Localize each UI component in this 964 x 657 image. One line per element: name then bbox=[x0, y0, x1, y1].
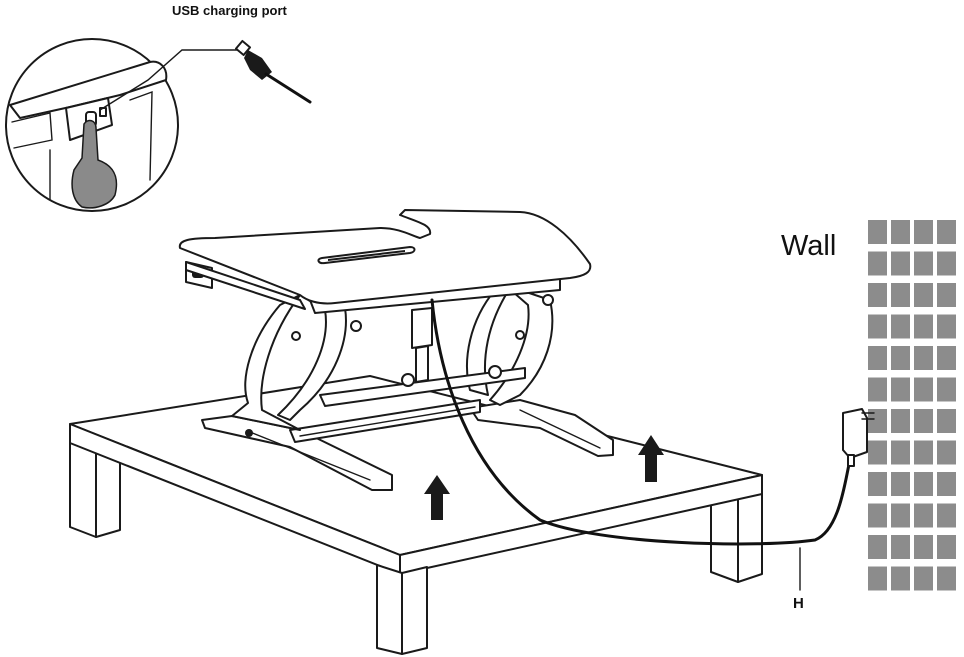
wall-brick bbox=[891, 440, 910, 465]
wall-brick bbox=[937, 535, 956, 559]
usb-charging-port-label: USB charging port bbox=[172, 3, 287, 18]
up-arrow-icon bbox=[638, 435, 664, 482]
wall-brick bbox=[891, 503, 910, 528]
usb-detail-zoom bbox=[5, 38, 241, 212]
desk-riser bbox=[178, 209, 614, 491]
wall-brick bbox=[891, 220, 910, 244]
finger-pointer-icon bbox=[71, 119, 118, 209]
usb-plug-icon bbox=[234, 39, 312, 104]
wall-brick bbox=[891, 283, 910, 307]
wall-brick bbox=[868, 283, 887, 307]
wall-brick bbox=[937, 377, 956, 402]
wall-brick bbox=[868, 440, 887, 465]
wall-brick bbox=[868, 409, 887, 433]
wall-brick bbox=[914, 314, 933, 339]
wall-brick bbox=[868, 377, 887, 402]
up-arrow-icon bbox=[424, 475, 450, 520]
wall-brick bbox=[914, 440, 933, 465]
wall-brick bbox=[891, 535, 910, 559]
wall-brick bbox=[891, 566, 910, 591]
wall-brick bbox=[937, 503, 956, 528]
power-cord bbox=[430, 298, 852, 546]
wall-brick bbox=[914, 377, 933, 402]
wall-brick bbox=[914, 472, 933, 496]
wall-brick bbox=[937, 566, 956, 591]
cord-marker-label: H bbox=[793, 595, 804, 612]
wall-brick bbox=[937, 346, 956, 370]
wall-brick bbox=[914, 503, 933, 528]
wall-bricks bbox=[868, 220, 956, 591]
power-adapter-icon bbox=[842, 408, 875, 467]
wall-brick bbox=[868, 346, 887, 370]
wall-brick bbox=[891, 346, 910, 370]
wall-brick bbox=[891, 472, 910, 496]
wall-brick bbox=[914, 566, 933, 591]
wall-brick bbox=[868, 220, 887, 244]
wall-brick bbox=[868, 472, 887, 496]
wall-brick bbox=[937, 314, 956, 339]
wall-brick bbox=[914, 251, 933, 276]
wall-brick bbox=[868, 535, 887, 559]
wall-brick bbox=[868, 503, 887, 528]
wall-brick bbox=[914, 535, 933, 559]
wall-brick bbox=[868, 251, 887, 276]
wall-brick bbox=[891, 409, 910, 433]
wall-brick bbox=[891, 314, 910, 339]
wall-brick bbox=[937, 472, 956, 496]
wall-brick bbox=[891, 251, 910, 276]
wall-brick bbox=[937, 220, 956, 244]
wall-label: Wall bbox=[781, 230, 837, 262]
wall-brick bbox=[937, 251, 956, 276]
wall-brick bbox=[937, 440, 956, 465]
wall-brick bbox=[914, 346, 933, 370]
wall-brick bbox=[868, 314, 887, 339]
wall-brick bbox=[914, 283, 933, 307]
wall-brick bbox=[914, 220, 933, 244]
wall-brick bbox=[937, 283, 956, 307]
wall-brick bbox=[868, 566, 887, 591]
wall-brick bbox=[914, 409, 933, 433]
wall-brick bbox=[937, 409, 956, 433]
wall-brick bbox=[891, 377, 910, 402]
